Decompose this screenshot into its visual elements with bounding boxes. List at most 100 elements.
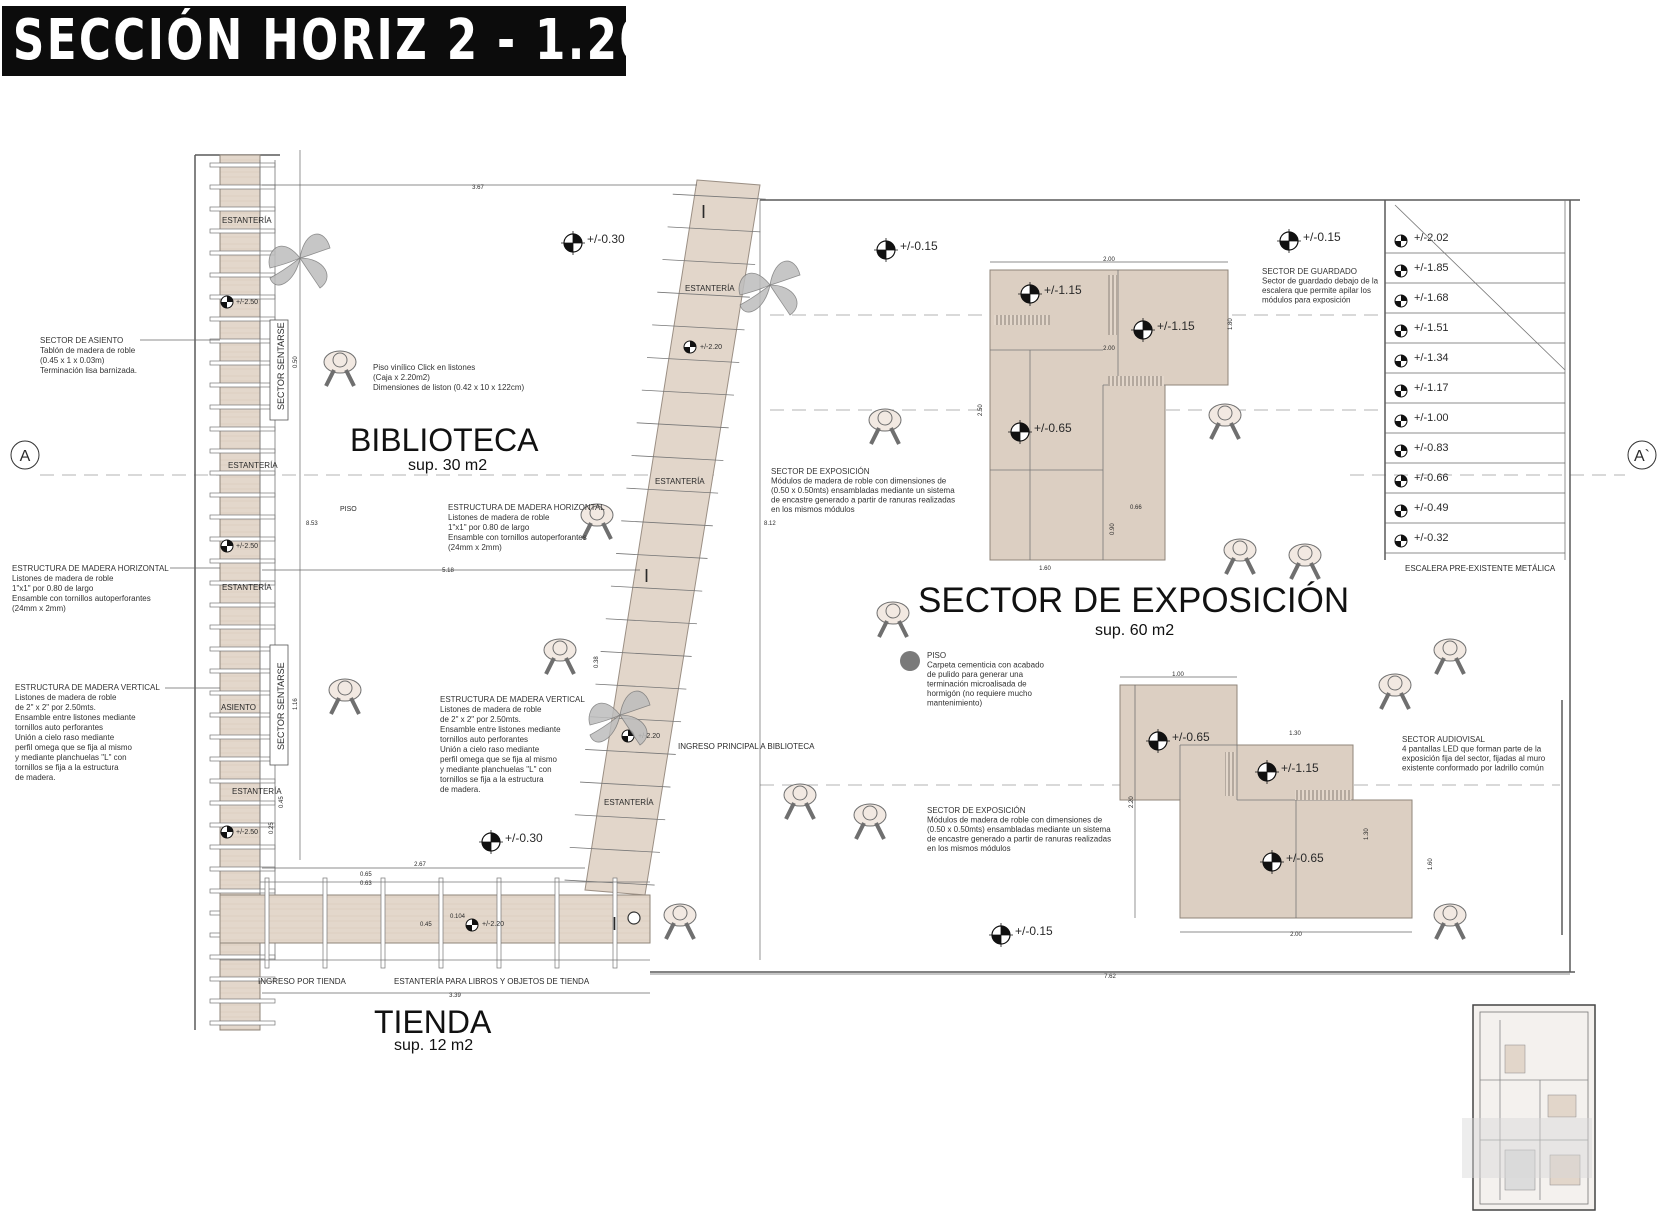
shelf-column-left bbox=[219, 154, 261, 1031]
module-slots bbox=[1225, 752, 1235, 796]
note-line: de 2" x 2" por 2.50mts. bbox=[15, 703, 96, 712]
note-title: SECTOR DE EXPOSICIÓN bbox=[771, 467, 870, 476]
shelf-slat bbox=[616, 553, 708, 559]
shelf-slat bbox=[209, 734, 276, 740]
shelf-slat bbox=[600, 651, 692, 657]
level-marker-icon bbox=[1394, 234, 1408, 248]
label-estanteria: ESTANTERÍA bbox=[228, 461, 278, 470]
person-icon bbox=[1377, 672, 1413, 711]
note-line: tornillos auto perforantes bbox=[15, 723, 103, 732]
title-banner: SECCIÓN HORIZ 2 - 1.20 bbox=[2, 6, 650, 76]
shelf-slat bbox=[621, 520, 713, 527]
dim-top: 3.67 bbox=[472, 185, 484, 191]
stair-level: +/-0.83 bbox=[1414, 442, 1449, 454]
person-icon bbox=[867, 407, 903, 446]
shelf-slat bbox=[610, 585, 703, 592]
level-marker-icon bbox=[560, 230, 586, 256]
note-line: Listones de madera de roble bbox=[12, 574, 114, 583]
label-estanteria: ESTANTERÍA bbox=[222, 216, 272, 225]
shelf-slat bbox=[209, 646, 276, 652]
sector-sentarse-top: SECTOR SENTARSE bbox=[276, 322, 286, 410]
level-shelf-c: +/-2.50 bbox=[236, 829, 258, 836]
shelf-slat bbox=[662, 259, 756, 265]
note-line: Listones de madera de roble bbox=[15, 693, 117, 702]
dim-m1-top: 2.00 bbox=[1103, 257, 1115, 263]
note-line: Unión a cielo raso mediante bbox=[15, 733, 115, 742]
section-mark-right bbox=[1627, 440, 1657, 470]
shelf-slat bbox=[652, 324, 745, 331]
dim-total: 7.62 bbox=[1104, 974, 1116, 980]
label-estanteria: ESTANTERÍA bbox=[222, 583, 272, 592]
column-circle bbox=[627, 911, 641, 925]
dim-bottom: 2.67 bbox=[414, 862, 426, 868]
dim-m1-c: 0.66 bbox=[1130, 505, 1142, 511]
shelf-slat bbox=[209, 624, 276, 630]
shelf-slat bbox=[209, 470, 276, 476]
level-mod2-c: +/-0.65 bbox=[1286, 851, 1324, 865]
level-bib-bottom: +/-0.30 bbox=[505, 831, 543, 845]
shelf-slat bbox=[595, 683, 687, 690]
shelf-slat bbox=[209, 162, 276, 168]
label-estanteria: ESTANTERÍA bbox=[232, 787, 282, 796]
plant-icon bbox=[738, 260, 801, 316]
note-line: (24mm x 2mm) bbox=[12, 604, 66, 613]
dim-m2-v: 2.20 bbox=[1129, 796, 1135, 808]
shelf-slat bbox=[209, 668, 276, 674]
level-marker-icon bbox=[988, 922, 1014, 948]
shelf-slat bbox=[380, 877, 386, 969]
note-title: SECTOR DE ASIENTO bbox=[40, 336, 123, 345]
shelf-slat bbox=[209, 206, 276, 212]
note-line: Dimensiones de liston (0.42 x 10 x 122cm… bbox=[373, 383, 525, 392]
room-name-exposicion: SECTOR DE EXPOSICIÓN bbox=[918, 581, 1349, 620]
shelf-slat bbox=[209, 492, 276, 498]
dim-shelf-b: 0.63 bbox=[360, 881, 372, 887]
note-line: Listones de madera de roble bbox=[440, 705, 542, 714]
note-line: terminación microalisada de bbox=[927, 680, 1027, 689]
label-ingreso-biblioteca: INGRESO PRINCIPAL A BIBLIOTECA bbox=[678, 742, 815, 751]
stair-level: +/-1.51 bbox=[1414, 322, 1449, 334]
stair-level: +/-2.02 bbox=[1414, 232, 1449, 244]
note-line: perfil omega que se fija al mismo bbox=[440, 755, 557, 764]
stair-level: +/-1.34 bbox=[1414, 352, 1449, 364]
note-title: ESTRUCTURA DE MADERA HORIZONTAL bbox=[12, 564, 169, 573]
shelf-slat bbox=[209, 250, 276, 256]
dim-m2-top: 1.00 bbox=[1172, 672, 1184, 678]
stair-level: +/-1.00 bbox=[1414, 412, 1449, 424]
shelf-slat bbox=[209, 272, 276, 278]
stair-arrow bbox=[1394, 204, 1566, 371]
shelf-slat bbox=[209, 756, 276, 762]
section-mark-left bbox=[10, 440, 40, 470]
label-estanteria: ESTANTERÍA bbox=[604, 798, 654, 807]
note-line: tornillos auto perforantes bbox=[440, 735, 528, 744]
level-mod1-c: +/-0.65 bbox=[1034, 421, 1072, 435]
dim-shelf-a: 0.65 bbox=[360, 872, 372, 878]
stair-steps: +/-2.02+/-1.85+/-1.68+/-1.51+/-1.34+/-1.… bbox=[1385, 232, 1565, 554]
shelf-slat bbox=[667, 226, 761, 233]
room-name-biblioteca: BIBLIOTECA bbox=[350, 422, 539, 458]
shelf-slat bbox=[612, 877, 618, 969]
note-line: exposición fija del sector, fijadas al m… bbox=[1402, 754, 1546, 763]
person-icon bbox=[1207, 402, 1243, 441]
level-marker-icon bbox=[1394, 294, 1408, 308]
shelf-slat bbox=[209, 228, 276, 234]
note-line: de madera. bbox=[440, 785, 480, 794]
note-line: Listones de madera de roble bbox=[448, 513, 550, 522]
note-line: Ensamble con tornillos autoperforantes bbox=[448, 533, 587, 542]
note-line: (24mm x 2mm) bbox=[448, 543, 502, 552]
level-marker-icon bbox=[1394, 444, 1408, 458]
note-line: Sector de guardado debajo de la bbox=[1262, 277, 1379, 286]
level-marker-icon bbox=[1394, 264, 1408, 278]
level-bib-main: +/-0.30 bbox=[587, 232, 625, 246]
person-icon bbox=[852, 802, 888, 841]
level-expo-top: +/-0.15 bbox=[900, 239, 938, 253]
note-line: tornillos se fija a la estructura bbox=[440, 775, 544, 784]
shelf-slat bbox=[672, 193, 766, 200]
note-line: Carpeta cementicia con acabado bbox=[927, 661, 1045, 670]
tienda-shelf bbox=[219, 894, 651, 944]
module-slots bbox=[1108, 275, 1118, 335]
level-marker-icon bbox=[220, 825, 234, 839]
dim-small-a: 0.45 bbox=[420, 922, 432, 928]
shelf-slat bbox=[605, 618, 697, 625]
note-line: 4 pantallas LED que forman parte de la bbox=[1402, 745, 1542, 754]
